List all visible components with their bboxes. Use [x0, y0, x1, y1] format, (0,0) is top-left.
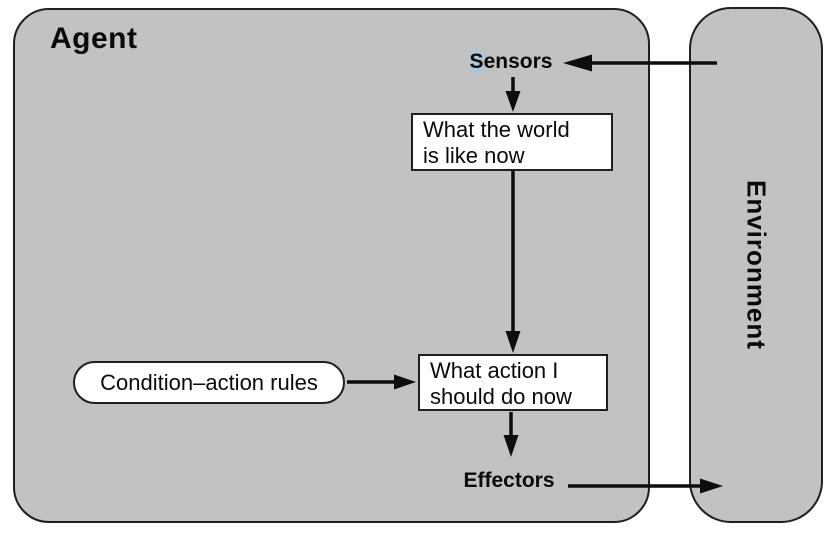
world-state-line1: What the world [423, 117, 570, 142]
agent-label: Agent [50, 22, 138, 55]
environment-panel: Environment [689, 7, 823, 523]
condition-action-rules-oval: Condition–action rules [73, 361, 345, 404]
environment-label: Environment [741, 180, 772, 350]
condition-action-rules-label: Condition–action rules [100, 369, 318, 395]
agent-panel [13, 8, 650, 523]
sensors-label: Sensors [469, 50, 553, 73]
action-choice-box: What action I should do now [418, 354, 608, 411]
effectors-label: Effectors [463, 469, 555, 492]
action-choice-line2: should do now [430, 384, 572, 409]
world-state-box: What the world is like now [411, 113, 613, 171]
action-choice-line1: What action I [430, 358, 559, 383]
world-state-line2: is like now [423, 143, 525, 168]
